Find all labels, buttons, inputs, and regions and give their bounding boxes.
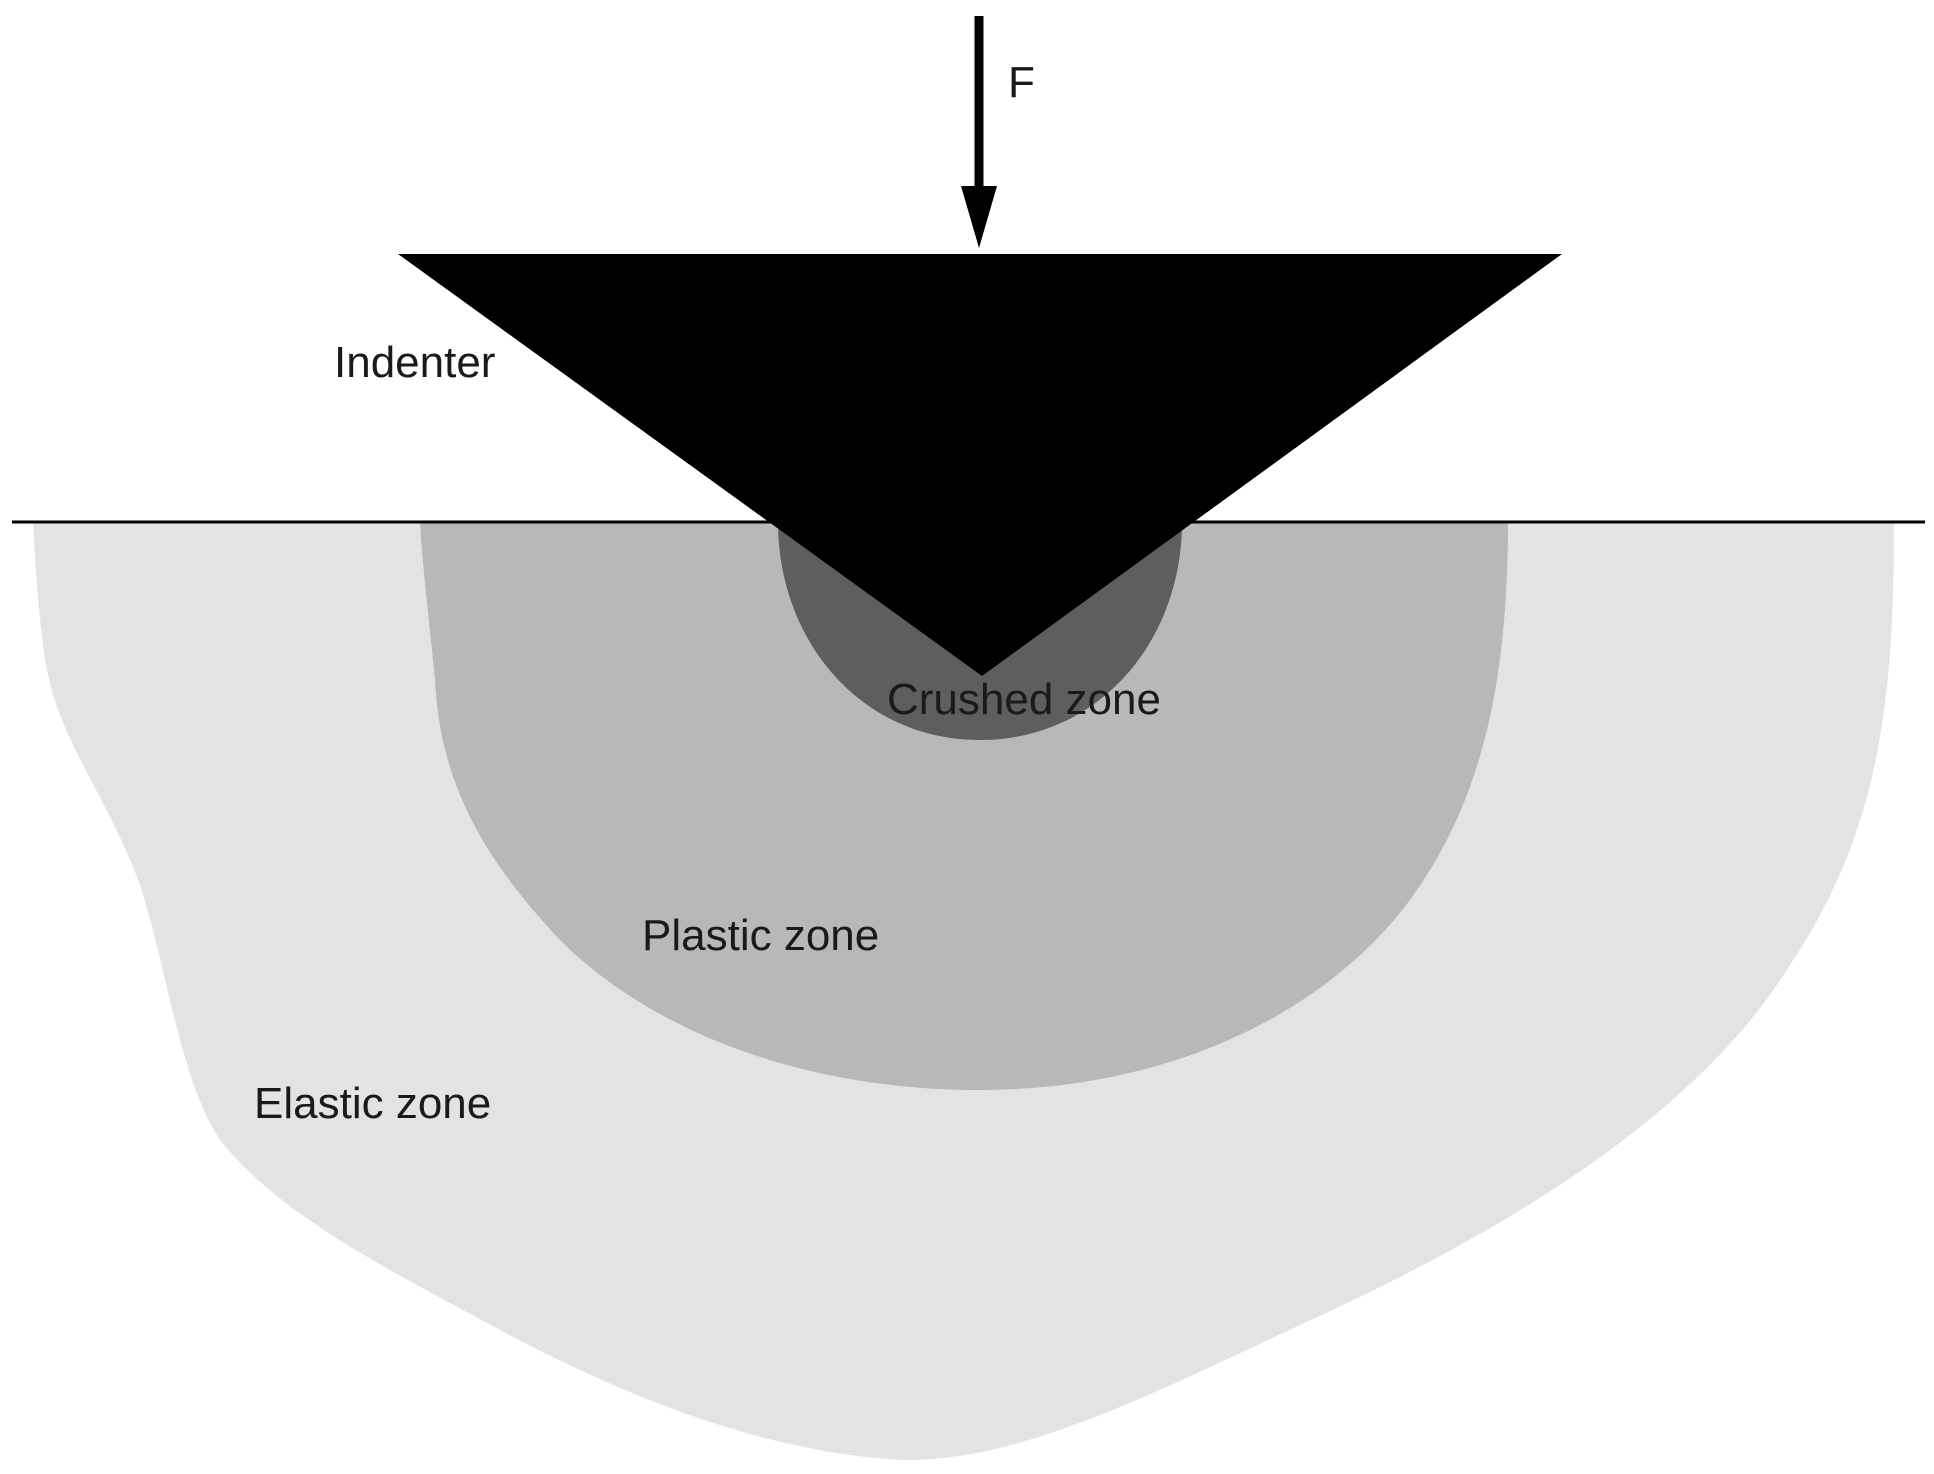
indenter-shape — [398, 254, 1562, 676]
elastic-zone-label: Elastic zone — [254, 1079, 491, 1128]
indenter-label: Indenter — [334, 338, 495, 387]
crushed-zone-label: Crushed zone — [887, 675, 1161, 724]
force-label: F — [1008, 58, 1035, 107]
plastic-zone-region — [420, 522, 1508, 1090]
plastic-zone-label: Plastic zone — [642, 911, 879, 960]
force-arrow — [961, 16, 997, 248]
force-arrow-head — [961, 186, 997, 248]
